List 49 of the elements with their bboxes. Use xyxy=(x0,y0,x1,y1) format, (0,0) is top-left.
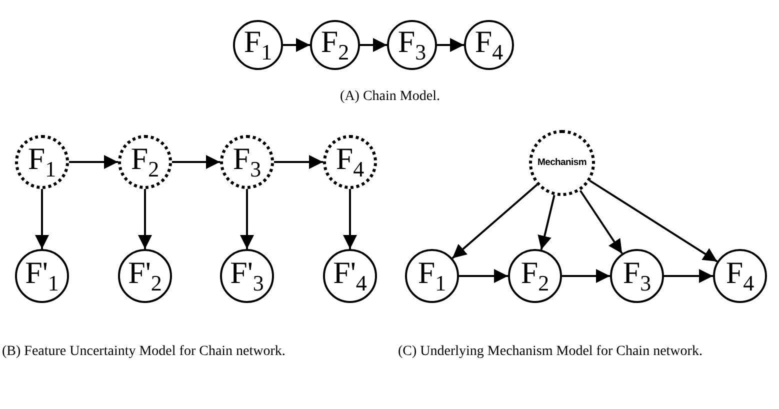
arrow xyxy=(664,269,713,283)
arrow xyxy=(437,38,464,52)
variable-circle xyxy=(387,20,437,70)
node-label: F$_{3}$ xyxy=(398,26,426,64)
arrow xyxy=(240,189,254,249)
node-label: F'$_{4}$ xyxy=(333,257,367,295)
arrow xyxy=(138,189,152,249)
node-label: F$_{4}$ xyxy=(336,143,364,181)
variable-circle xyxy=(508,249,562,303)
node-label: F$_{4}$ xyxy=(726,257,754,295)
arrow xyxy=(538,194,556,250)
arrow xyxy=(283,38,310,52)
arrow xyxy=(172,155,220,169)
node-label: F$_{2}$ xyxy=(320,26,350,64)
variable-circle xyxy=(15,249,69,303)
arrow xyxy=(562,269,610,283)
variable-circle xyxy=(405,249,459,303)
variable-circle xyxy=(610,249,664,303)
node-label: F$_{3}$ xyxy=(622,257,652,295)
arrow xyxy=(360,38,387,52)
node-label: F$_{2}$ xyxy=(130,143,160,181)
caption: (C) Underlying Mechanism Model for Chain network. xyxy=(398,343,704,361)
arrow xyxy=(343,189,357,249)
node-label: F$_{1}$ xyxy=(28,143,56,181)
variable-circle xyxy=(118,249,172,303)
variable-circle xyxy=(464,20,514,70)
arrow xyxy=(274,155,323,169)
node-label: Mechanism xyxy=(537,158,587,168)
arrow xyxy=(452,184,538,260)
node-label: F$_{1}$ xyxy=(244,26,272,64)
variable-circle xyxy=(233,20,283,70)
caption: (A) Chain Model. xyxy=(339,88,441,106)
arrow xyxy=(459,269,508,283)
node-label: F'$_{3}$ xyxy=(230,257,264,295)
variable-circle xyxy=(310,20,360,70)
node-label: F'$_{2}$ xyxy=(128,257,162,295)
node-label: F'$_{1}$ xyxy=(25,257,59,295)
node-label: F$_{4}$ xyxy=(474,26,504,64)
caption: (B) Feature Uncertainty Model for Chain network. xyxy=(2,343,286,361)
node-label: F$_{3}$ xyxy=(232,143,262,181)
node-label: F$_{1}$ xyxy=(418,257,446,295)
node-label: F$_{2}$ xyxy=(520,257,550,295)
arrow xyxy=(579,190,623,254)
arrow xyxy=(35,189,49,249)
arrow xyxy=(589,180,718,262)
arrow xyxy=(69,155,118,169)
variable-circle xyxy=(713,249,767,303)
variable-circle xyxy=(323,249,377,303)
variable-circle xyxy=(220,249,274,303)
